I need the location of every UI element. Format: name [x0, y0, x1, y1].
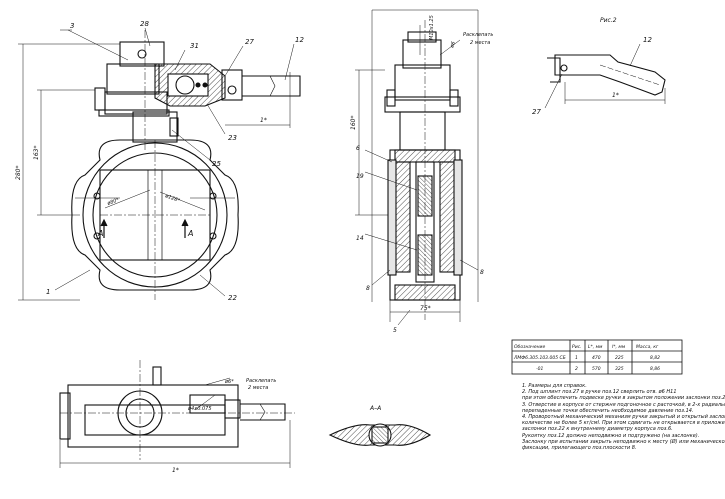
callout-28: 28 [140, 20, 149, 28]
callout-19: 19 [356, 173, 364, 180]
dim-m10: M10x1.25 [429, 15, 435, 40]
section-mark-right: A [187, 229, 193, 238]
dim-160: 160* [350, 116, 357, 130]
figure-2-view [544, 43, 666, 109]
front-view [18, 27, 301, 301]
callout-6: 6 [356, 145, 360, 152]
dim-dia6b: ø6* [224, 379, 234, 385]
callout-5: 5 [393, 327, 397, 334]
callout-23: 23 [228, 134, 237, 142]
side-view [355, 9, 479, 326]
table-h4: Масса, кг [636, 344, 659, 350]
callout-14: 14 [356, 235, 364, 242]
table-h2: L*, мм [588, 344, 603, 350]
labels: 3 28 31 27 12 23 25 1 22 1* 280* 163* ø8… [15, 15, 660, 474]
note-line: при этом обеспечить подвеске ручки в зак… [522, 395, 725, 402]
section-label: А–А [369, 405, 381, 412]
note-line: 1. Размеры для справок. [522, 383, 587, 389]
callout-8-left: 8 [366, 285, 370, 292]
dim-dia128: ø128* [163, 193, 181, 204]
table-h1: Рис. [572, 344, 582, 350]
callout-1: 1 [46, 288, 50, 296]
table-r1-c3: 325 [615, 366, 624, 372]
table-h0: Обозначение [514, 344, 545, 350]
note-line: заслонки поз.22 к внутреннему диаметру к… [522, 426, 673, 433]
callout-8-right: 8 [480, 269, 484, 276]
dim-l-front: 1* [260, 117, 267, 124]
callout-31: 31 [190, 42, 199, 50]
note-line: фиксации, прилегающего поз.плоскости 8. [522, 445, 637, 452]
callout-22: 22 [228, 294, 237, 302]
dim-163: 163* [33, 146, 40, 160]
rasszl-sub: 2 места [470, 40, 490, 46]
table-r1-c1: 2 [575, 366, 578, 372]
dim-dia80: ø80* [106, 197, 121, 207]
table-r0-c3: 225 [615, 355, 624, 361]
rasszl-label: Расклепать [463, 32, 493, 38]
callout-27-fig2: 27 [532, 108, 541, 116]
table-h3: l*, мм [612, 344, 626, 350]
note-line: Заслонку при испытании закрыть неподвижн… [522, 438, 725, 445]
note-line: перепаденные точки обеспечить необходимо… [522, 407, 694, 414]
callout-12-fig2: 12 [643, 36, 652, 44]
callout-3: 3 [70, 22, 74, 30]
table-r0-c2: 470 [592, 355, 601, 361]
table-r0-c0: ЛМФ6.305.103.005 СБ [513, 355, 566, 361]
table-r1-c0: -01 [536, 366, 543, 372]
callout-25: 25 [212, 160, 221, 168]
dim-l-top: 1* [172, 467, 179, 474]
callout-27: 27 [245, 38, 254, 46]
note-line: Рукоятку поз.12 должно неподвижно и подг… [522, 432, 700, 439]
technical-notes: 1. Размеры для справок. 2. Под шплинт по… [522, 383, 725, 452]
dim-75: 75* [420, 305, 431, 312]
note-line: 4. Проворотный механический механизм руч… [522, 414, 725, 421]
note-line: 3. Отверстие в корпусе от стержня подгон… [522, 401, 725, 408]
table-r1-c4: 8,86 [650, 366, 660, 372]
spec-table [511, 339, 683, 375]
dim-280: 280* [15, 166, 22, 180]
note-line: количестве не более 5 кг/смl. При этом с… [522, 420, 725, 427]
table-r1-c2: 570 [592, 366, 601, 372]
dim-dia6: ø6 [449, 41, 457, 50]
callout-12: 12 [295, 36, 304, 44]
fig2-label: Рис.2 [600, 17, 617, 24]
table-r0-c1: 1 [575, 355, 578, 361]
dim-l-fig2: 1* [612, 92, 619, 99]
table-r0-c4: 8,82 [650, 355, 660, 361]
top-view [59, 360, 295, 468]
section-mark-left: A [97, 229, 103, 238]
section-a-a [328, 423, 432, 447]
rasszl2-label: Расклепать [246, 378, 276, 384]
dim-dia4: ø4x0.075 [187, 406, 212, 412]
note-line: 2. Под шплинт поз.27 в ручке поз.12 свер… [522, 389, 677, 396]
rasszl2-sub: 2 места [248, 385, 268, 391]
